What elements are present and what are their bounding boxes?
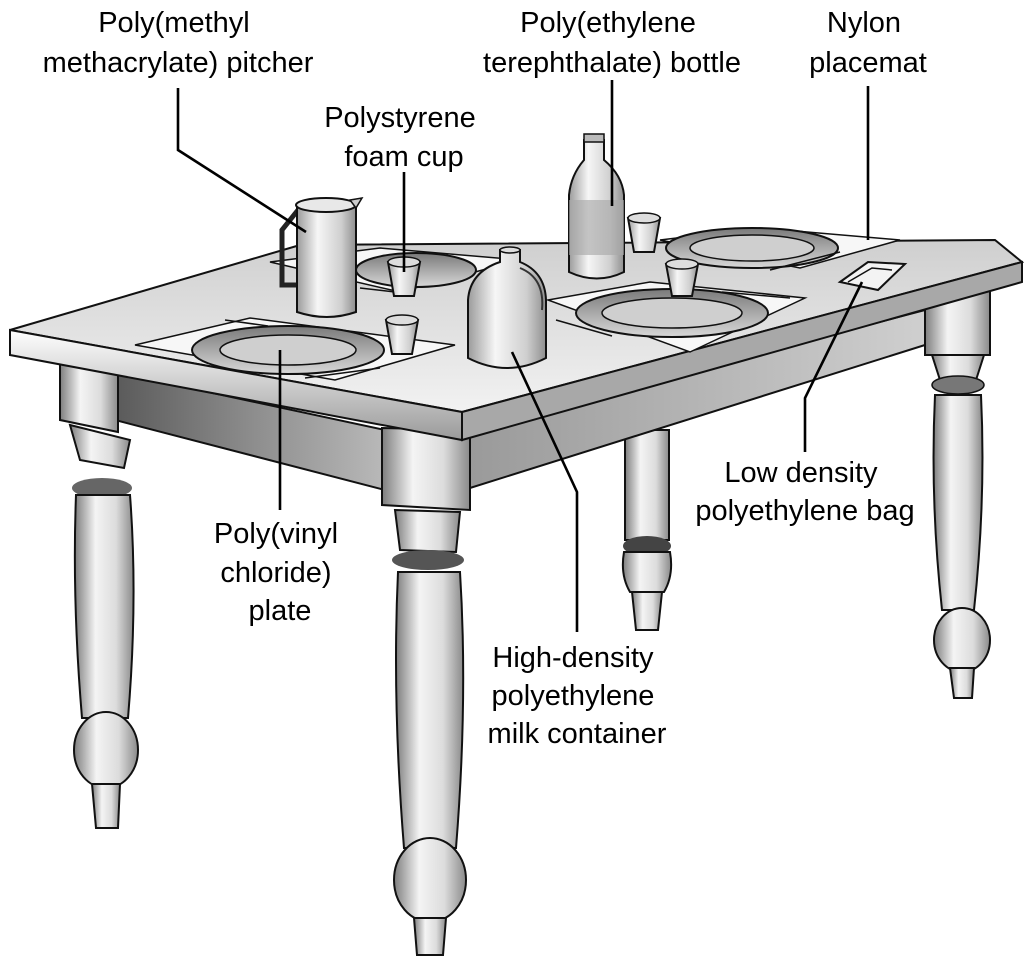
label-milk-container: High-density polyethylene milk container	[488, 642, 667, 750]
label-ldpe-bag: Low density polyethylene bag	[695, 457, 914, 527]
table-leg-back-middle	[621, 429, 673, 631]
pitcher	[279, 196, 364, 318]
milk-container	[467, 246, 547, 369]
label-pitcher: Poly(methyl methacrylate) pitcher	[43, 7, 314, 79]
label-bottle: Poly(ethylene terephthalate) bottle	[483, 7, 741, 79]
label-placemat: Nylon placemat	[809, 7, 927, 79]
table-leg-front-left	[59, 353, 139, 829]
table-leg-front-center	[381, 426, 471, 956]
pet-bottle	[568, 133, 625, 280]
label-pvc-plate: Poly(vinyl chloride) plate	[214, 518, 346, 627]
foam-cups	[384, 212, 700, 355]
utensils	[224, 251, 841, 379]
label-foam-cup: Polystyrene foam cup	[324, 102, 484, 173]
table-leg-back-right	[924, 289, 991, 699]
leader-lines	[176, 80, 870, 632]
ldpe-bag	[837, 260, 908, 292]
plates	[191, 227, 839, 375]
